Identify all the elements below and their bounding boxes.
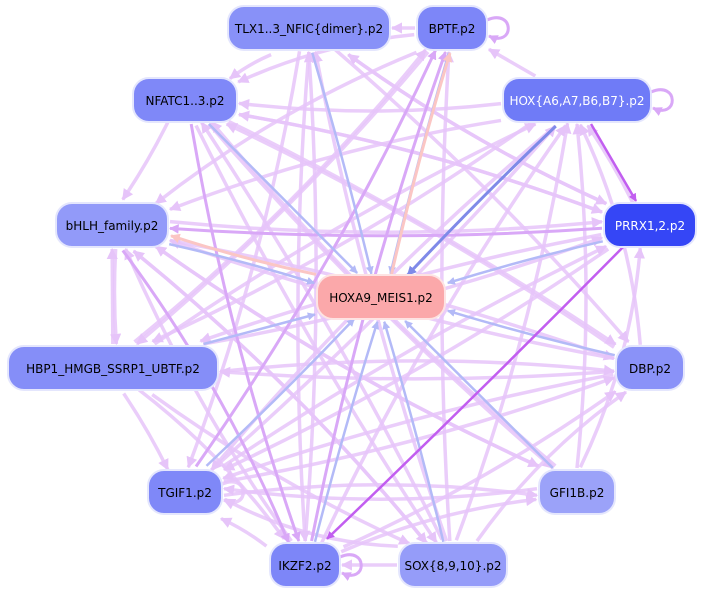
node-sox[interactable]: SOX{8,9,10}.p2 [398,542,508,588]
edges-layer [106,16,674,581]
node-label: HOXA9_MEIS1.p2 [329,291,433,305]
edge-sox-to-bhlh [132,249,428,545]
node-shape [147,469,223,515]
node-shape [538,469,616,515]
edge-nfatc-to-sox [194,124,438,544]
edge-dbp-to-hoxa9 [447,309,616,357]
edge-ikzf2-to-tlx [303,50,318,542]
node-shape [398,542,508,588]
node-hbp1[interactable]: HBP1_HMGB_SSRP1_UBTF.p2 [7,345,219,391]
edge-nfatc-to-prrx [238,112,604,214]
edge-sox-to-nfatc [200,121,444,541]
edge-hbp1-to-bhlh [106,247,118,345]
edge-tgif-to-prrx [221,244,608,469]
edge-nfatc-to-hoxa9 [207,123,359,274]
edge-tgif-to-hoxa9 [205,318,356,467]
edge-gfi1b-to-tgif [222,484,538,501]
edge-bhlh-to-hoxa9 [168,242,315,285]
edge-dbp-to-tgif [222,372,614,481]
edge-hox-to-hox [650,88,674,116]
node-label: DBP.p2 [629,362,671,376]
edge-tlx-to-nfatc [228,52,272,80]
edge-gfi1b-to-bhlh [154,244,540,468]
nodes-layer: TLX1..3_NFIC{dimer}.p2 BPTF.p2 HOX{A6,A7… [7,5,697,588]
edge-hox-to-bhlh [168,118,502,212]
edge-tlx-to-hoxa9 [311,52,374,275]
node-label: HOX{A6,A7,B6,B7}.p2 [509,94,644,108]
edge-prrx-to-hoxa9 [447,240,604,285]
edge-hbp1-to-tgif [122,392,170,471]
node-label: NFATC1..3.p2 [145,94,224,108]
node-shape [603,202,697,248]
edge-bhlh-to-ikzf2 [121,249,290,544]
node-hox[interactable]: HOX{A6,A7,B6,B7}.p2 [502,77,652,123]
edge-bhlh-to-hbp1 [110,248,122,346]
edge-tlx-to-ikzf2 [296,51,311,543]
edge-hoxa9-to-bhlh [170,233,317,276]
node-label: IKZF2.p2 [278,559,331,573]
edge-hoxa9-to-bptf [390,52,453,275]
node-shape [416,5,488,51]
node-gfi1b[interactable]: GFI1B.p2 [538,469,616,515]
edge-gfi1b-to-hoxa9 [404,320,554,469]
node-tgif1[interactable]: TGIF1.p2 [147,469,223,515]
edge-hox-to-hoxa9 [406,125,557,277]
edge-dbp-to-nfatc [225,122,615,349]
edge-nfatc-to-dbp [227,119,617,346]
edge-ikzf2-to-hox [320,124,568,544]
edge-ikzf2-to-ikzf2 [339,553,363,581]
node-shape [227,5,391,51]
node-shape [7,345,219,391]
edge-bptf-to-bhlh [154,50,418,205]
edge-tlx-to-dbp [334,48,630,344]
node-shape [269,542,341,588]
edge-ikzf2-to-hoxa9 [313,321,380,543]
node-shape [55,202,169,248]
node-label: SOX{8,9,10}.p2 [404,559,501,573]
edge-nfatc-to-bhlh [121,121,170,201]
edge-hox-to-nfatc [237,99,502,113]
edge-prrx-to-ikzf2 [326,245,625,540]
node-prrx[interactable]: PRRX1,2.p2 [603,202,697,248]
edge-bptf-to-bptf [486,16,510,44]
node-tlx[interactable]: TLX1..3_NFIC{dimer}.p2 [227,5,391,51]
node-shape [316,274,446,320]
node-shape [615,345,685,391]
node-label: TLX1..3_NFIC{dimer}.p2 [234,22,383,36]
edge-sox-to-hoxa9 [382,321,445,543]
node-label: bHLH_family.p2 [66,219,159,233]
edge-ikzf2-to-tgif [220,516,268,548]
node-bptf[interactable]: BPTF.p2 [416,5,488,51]
edge-bptf-to-nfatc [237,32,415,84]
edge-tgif-to-tgif [221,480,245,510]
edge-hox-to-prrx [589,123,638,202]
edge-ikzf2-to-bhlh [124,247,293,543]
edge-ikzf2-to-dbp [342,390,617,549]
edge-hbp1-to-dbp [219,359,616,376]
edge-prrx-to-tgif [222,247,610,472]
edge-tgif-to-dbp [223,375,616,484]
edge-tgif-to-bptf [194,49,437,468]
edge-tlx-to-prrx [347,53,608,206]
node-dbp[interactable]: DBP.p2 [615,345,685,391]
edge-dbp-to-hbp1 [218,366,615,381]
edge-prrx-to-hox [586,124,635,204]
node-ikzf2[interactable]: IKZF2.p2 [269,542,341,588]
node-hoxa9-meis1[interactable]: HOXA9_MEIS1.p2 [316,274,446,320]
node-label: GFI1B.p2 [550,486,605,500]
node-shape [502,77,652,123]
node-shape [132,77,238,123]
node-bhlh[interactable]: bHLH_family.p2 [55,202,169,248]
node-label: PRRX1,2.p2 [615,219,685,233]
edge-hox-to-bptf [488,47,537,78]
node-label: BPTF.p2 [429,22,476,36]
edge-hbp1-to-hoxa9 [203,312,316,346]
node-label: TGIF1.p2 [157,486,212,500]
node-label: HBP1_HMGB_SSRP1_UBTF.p2 [26,362,200,376]
node-nfatc[interactable]: NFATC1..3.p2 [132,77,238,123]
